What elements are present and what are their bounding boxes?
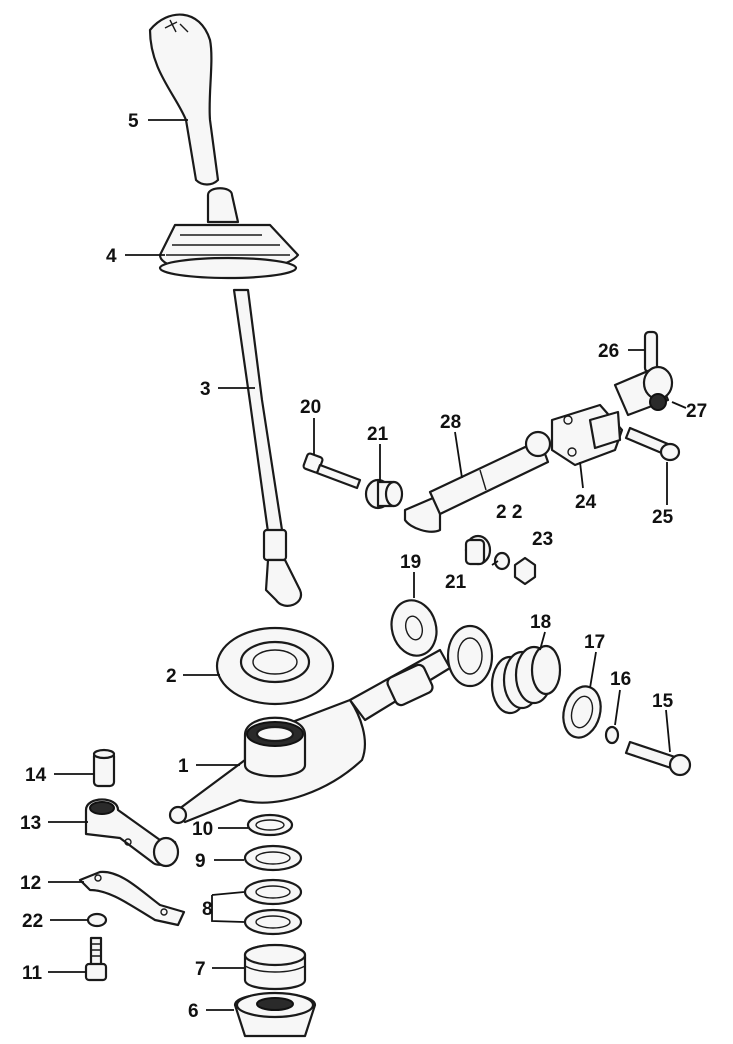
bolt-20 xyxy=(302,452,362,490)
spring xyxy=(490,644,562,715)
callout-21-upper: 21 xyxy=(367,424,389,445)
callout-23: 23 xyxy=(532,529,553,550)
washer-16 xyxy=(604,725,620,745)
callout-14: 14 xyxy=(25,765,47,786)
bushing-21-upper xyxy=(364,478,404,510)
callout-11: 11 xyxy=(22,963,43,984)
callout-16: 16 xyxy=(610,669,631,690)
callout-25: 25 xyxy=(652,507,674,528)
yoke xyxy=(550,403,624,467)
callout-21-lower: 21 xyxy=(445,572,467,593)
callout-19: 19 xyxy=(400,552,421,573)
lever-arm xyxy=(84,798,180,868)
callout-2: 2 xyxy=(166,666,177,687)
nut xyxy=(513,556,537,586)
callout-27: 27 xyxy=(686,401,707,422)
callout-9: 9 xyxy=(195,851,206,872)
washer-19 xyxy=(390,599,438,657)
callout-22-right: 2 2 xyxy=(496,502,522,523)
bushing-6 xyxy=(233,991,317,1038)
washer-9 xyxy=(243,844,303,872)
connecting-rod xyxy=(403,430,552,533)
circlip xyxy=(246,813,294,837)
callout-7: 7 xyxy=(195,959,206,980)
callout-24: 24 xyxy=(575,492,597,513)
pin-26 xyxy=(643,330,659,374)
pin-25 xyxy=(624,426,681,462)
callout-8: 8 xyxy=(202,899,213,920)
callout-4: 4 xyxy=(106,246,117,267)
lock-washer-left xyxy=(86,912,108,928)
callout-1: 1 xyxy=(178,756,189,777)
shift-lever xyxy=(232,288,303,607)
callout-6: 6 xyxy=(188,1001,199,1022)
bolt-left xyxy=(84,936,108,982)
callout-22-left: 22 xyxy=(22,911,43,932)
callout-labels: 5 4 3 2 1 14 13 12 22 11 10 9 8 7 6 20 2… xyxy=(20,111,707,1022)
seal-ring xyxy=(215,626,335,706)
seal-ring-17 xyxy=(562,685,602,739)
sleeve xyxy=(92,748,116,788)
shift-knob xyxy=(148,13,220,186)
bracket xyxy=(78,870,186,927)
bushing-7 xyxy=(243,943,307,991)
bushing-21-lower xyxy=(464,534,492,566)
callout-12: 12 xyxy=(20,873,41,894)
callout-17: 17 xyxy=(584,632,605,653)
washers-8 xyxy=(243,878,303,936)
callout-15: 15 xyxy=(652,691,674,712)
callout-10: 10 xyxy=(192,819,213,840)
callout-5: 5 xyxy=(128,111,139,132)
callout-28: 28 xyxy=(440,412,461,433)
callout-18: 18 xyxy=(530,612,551,633)
leader-lines xyxy=(48,119,687,1011)
lock-washer-right xyxy=(493,551,511,571)
callout-26: 26 xyxy=(598,341,619,362)
callout-3: 3 xyxy=(200,379,211,400)
lever-housing xyxy=(168,624,494,825)
shift-boot xyxy=(158,187,300,280)
callout-13: 13 xyxy=(20,813,41,834)
callout-20: 20 xyxy=(300,397,321,418)
bush-27 xyxy=(613,365,674,417)
bolt-15 xyxy=(624,740,692,777)
